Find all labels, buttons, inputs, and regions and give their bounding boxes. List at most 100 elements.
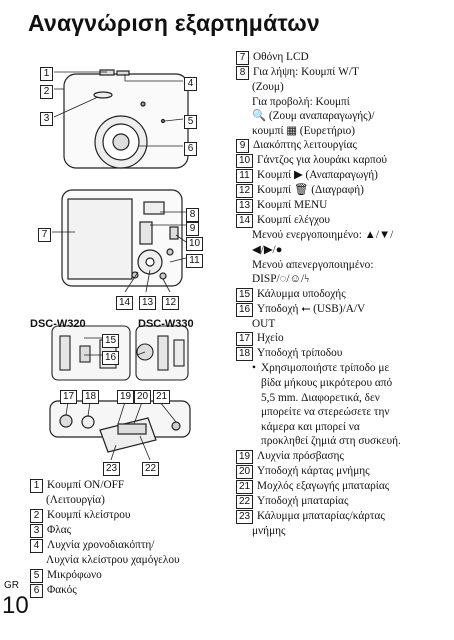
item-text: Φακός <box>47 583 77 596</box>
item-text: Μοχλός εξαγωγής μπαταρίας <box>257 479 390 492</box>
note-line: προκληθεί ζημιά στη συσκευή. <box>236 434 451 449</box>
camera-back-view <box>61 189 183 287</box>
callout-2: 2 <box>40 82 53 100</box>
item-number: 10 <box>236 154 253 169</box>
callout-21: 21 <box>153 387 170 405</box>
item-text: Ηχείο <box>257 332 284 345</box>
callout-8: 8 <box>186 205 199 223</box>
callout-13: 13 <box>139 293 156 311</box>
item-number: 7 <box>236 51 249 65</box>
item-number: 19 <box>236 449 253 464</box>
item-continuation: Για προβολή: Κουμπί <box>252 95 350 108</box>
item-number: 15 <box>236 287 253 302</box>
bullet <box>252 376 261 391</box>
callout-5: 5 <box>184 112 197 130</box>
item-text: Λυχνία χρονοδιακόπτη/ <box>47 538 155 551</box>
page-number: 10 <box>2 592 29 619</box>
item-continuation: Μενού απενεργοποιημένο: <box>252 258 374 271</box>
item-text: Μικρόφωνο <box>47 568 102 581</box>
callout-16: 16 <box>102 348 119 366</box>
bullet <box>252 434 261 449</box>
list-item: 7 Οθόνη LCD <box>236 50 451 65</box>
callout-10: 10 <box>186 234 203 252</box>
item-continuation: (Λειτουργία) <box>46 494 105 506</box>
item-text: Υποδοχή μπαταρίας <box>257 494 349 507</box>
item-continuation: Λυχνία κλείστρου χαμόγελου <box>46 553 180 566</box>
list-item: 6 Φακός <box>30 583 235 598</box>
note-line: 5,5 mm. Διαφορετικά, δεν <box>236 391 451 406</box>
item-text: Κουμπί MENU <box>257 199 328 212</box>
list-item: 22 Υποδοχή μπαταρίας <box>236 494 451 509</box>
note-text: προκληθεί ζημιά στη συσκευή. <box>261 435 401 448</box>
item-text: Κουμπί ON/OFF <box>47 479 125 491</box>
note-text: βίδα μήκους μικρότερου από <box>261 376 393 389</box>
callout-7: 7 <box>38 225 51 243</box>
list-item: 10 Γάντζος για λουράκι καρπού <box>236 153 451 169</box>
item-text: Υποδοχή ⭠ (USB)/A/V <box>257 302 366 315</box>
model-label-w330: DSC-W330 <box>138 318 194 330</box>
item-continuation: (Ζουμ) <box>252 81 284 93</box>
item-continuation: μνήμης <box>252 524 286 537</box>
item-text: Λυχνία πρόσβασης <box>257 449 344 462</box>
callout-22: 22 <box>142 459 159 477</box>
note-line: κάμερα και μπορεί να <box>236 420 451 435</box>
bullet <box>252 405 261 420</box>
callout-20: 20 <box>134 387 151 405</box>
bullet: • <box>252 362 256 375</box>
callout-6: 6 <box>184 139 197 157</box>
item-text: Κάλυμμα υποδοχής <box>257 287 346 300</box>
list-item: 14 Κουμπί ελέγχου <box>236 213 451 229</box>
item-continuation: Μενού ενεργοποιημένο: ▲/▼/ <box>252 229 394 242</box>
item-continuation: DISP/◌/☺/ϟ <box>252 273 310 286</box>
note-line: βίδα μήκους μικρότερου από <box>236 376 451 391</box>
item-text: Γάντζος για λουράκι καρπού <box>257 154 388 167</box>
bullet <box>252 391 261 406</box>
callout-12: 12 <box>162 293 179 311</box>
item-number: 13 <box>236 199 253 214</box>
item-continuation: κουμπί ▦ (Ευρετήριο) <box>252 124 355 137</box>
callout-11: 11 <box>186 251 203 269</box>
item-text: Κουμπί κλείστρου <box>47 508 131 521</box>
item-number: 22 <box>236 494 253 509</box>
list-item: 15 Κάλυμμα υποδοχής <box>236 287 451 302</box>
callout-3: 3 <box>40 109 53 127</box>
item-continuation: OUT <box>252 317 276 330</box>
note-text: κάμερα και μπορεί να <box>261 420 360 433</box>
item-text: Κάλυμμα μπαταρίας/κάρτας <box>257 509 385 522</box>
note-text: 5,5 mm. Διαφορετικά, δεν <box>261 391 380 404</box>
camera-bottom-view <box>49 400 191 453</box>
item-number: 6 <box>30 583 43 598</box>
item-number: 21 <box>236 479 253 494</box>
item-text: Διακόπτης λειτουργίας <box>253 139 357 152</box>
item-number: 3 <box>30 523 43 538</box>
note-text: μπορείτε να στερεώσετε την <box>261 406 390 419</box>
callout-17: 17 <box>60 387 77 405</box>
callout-15: 15 <box>102 331 119 349</box>
list-item: 5 Μικρόφωνο <box>30 568 235 583</box>
callout-1: 1 <box>40 64 53 82</box>
item-text: Κουμπί 🗑 (Διαγραφή) <box>257 184 364 197</box>
item-continuation: 🔍 (Ζουμ αναπαραγωγής)/ <box>252 110 375 123</box>
model-label-w320: DSC-W320 <box>30 318 86 330</box>
item-number: 5 <box>30 568 43 583</box>
item-text: Κουμπί ελέγχου <box>257 214 330 227</box>
note-line: •Χρησιμοποιήστε τρίποδο με <box>236 361 451 376</box>
item-number: 14 <box>236 214 253 229</box>
item-number: 11 <box>236 169 253 184</box>
item-text: Οθόνη LCD <box>253 51 309 63</box>
callout-14: 14 <box>116 293 133 311</box>
item-text: Υποδοχή κάρτας μνήμης <box>257 464 370 477</box>
